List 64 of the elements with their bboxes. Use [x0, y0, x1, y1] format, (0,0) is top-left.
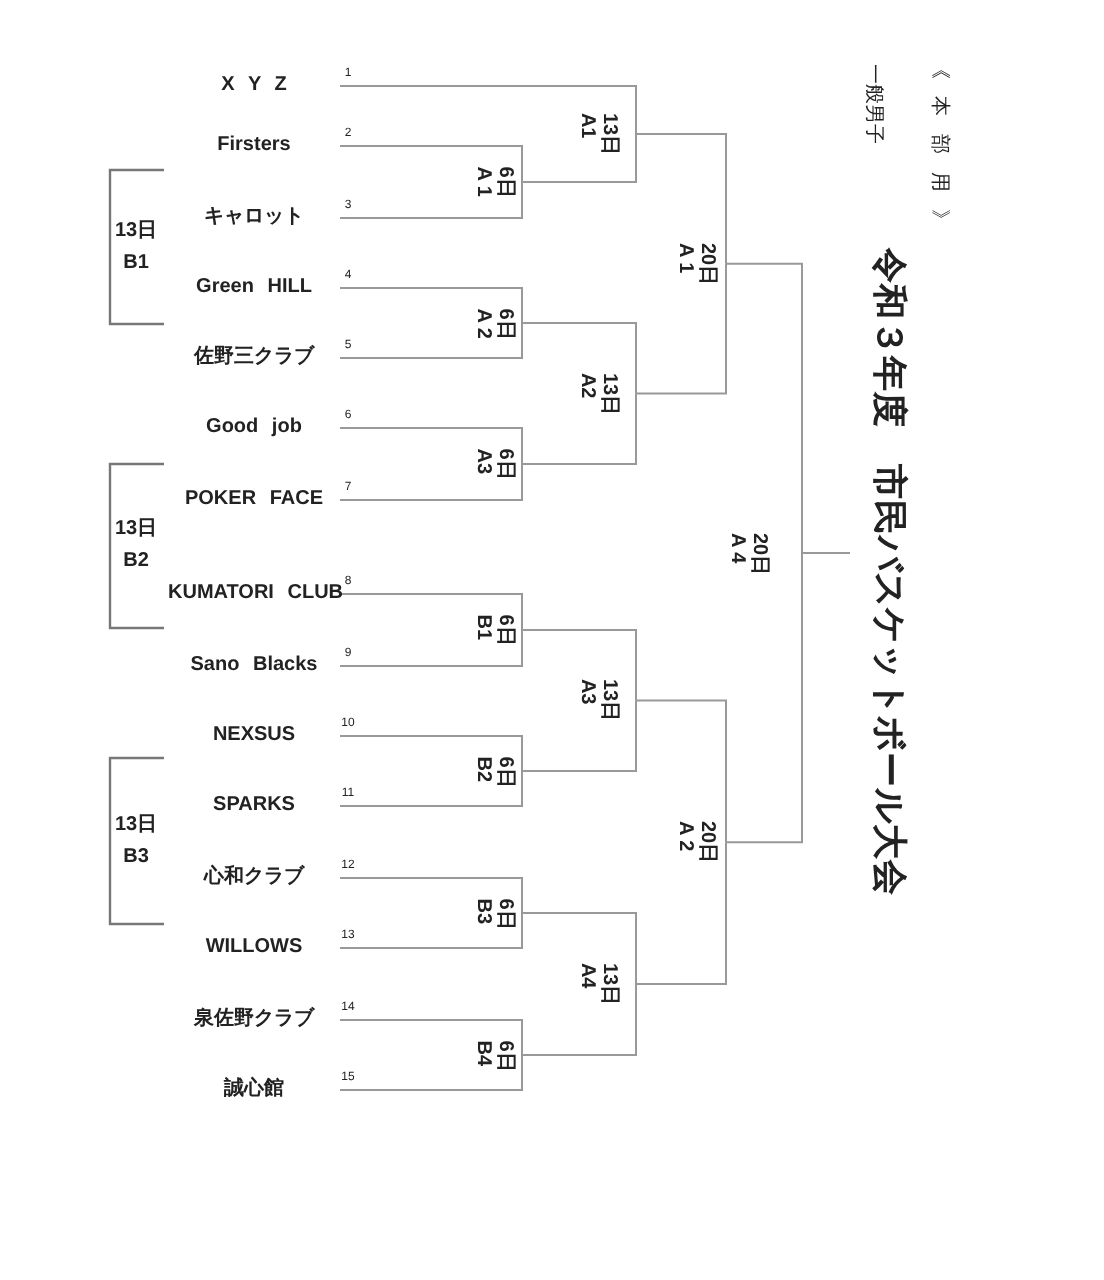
bracket-line — [339, 1019, 523, 1056]
bracket-line — [339, 1054, 523, 1091]
bracket-line — [635, 262, 727, 395]
team-name: POKER FACE — [168, 488, 340, 512]
bracket-label: 13日 B2 — [112, 516, 160, 576]
match-label: 13日 A1 — [576, 112, 636, 156]
match-label: 6日 B1 — [472, 614, 522, 646]
match-label: 6日 B2 — [472, 755, 522, 787]
bracket-line — [339, 145, 523, 183]
bracket-line — [521, 133, 637, 183]
bracket-line — [521, 629, 637, 702]
category-label: 一般男子 — [860, 64, 886, 144]
team-name: X Y Z — [168, 74, 340, 98]
team-name: SPARKS — [168, 794, 340, 818]
section-note: 《 本 部 用 》 — [926, 58, 953, 230]
bracket-line — [339, 322, 523, 359]
team-name: Sano Blacks — [168, 654, 340, 678]
bracket-line — [635, 699, 727, 844]
match-label: 13日 A2 — [576, 372, 636, 415]
match-label: 20日 A 1 — [674, 242, 726, 285]
team-name: 誠心館 — [168, 1078, 340, 1102]
bracket-line — [339, 427, 523, 465]
bracket-line — [521, 392, 637, 465]
bracket-label: 13日 B1 — [112, 217, 160, 277]
bracket-line — [521, 983, 637, 1056]
bracket-line — [339, 629, 523, 667]
team-name: 泉佐野クラブ — [168, 1008, 340, 1032]
bracket-line — [725, 552, 803, 844]
team-name: Firsters — [168, 134, 340, 158]
match-label: 20日 A 2 — [674, 821, 726, 864]
bracket-line — [725, 262, 803, 554]
bracket-line — [339, 877, 523, 914]
team-name: Green HILL — [168, 276, 340, 300]
match-label: 6日 B3 — [472, 897, 522, 929]
bracket-line — [339, 770, 523, 807]
team-name: Good job — [168, 416, 340, 440]
bracket-line — [339, 735, 523, 772]
bracket-line — [521, 912, 637, 985]
bracket-line — [339, 593, 523, 631]
bracket-line — [339, 85, 637, 135]
match-label: 20日 A 4 — [726, 531, 802, 575]
match-label: 6日 B4 — [472, 1039, 522, 1071]
team-name: 佐野三クラブ — [168, 346, 340, 370]
bracket-line — [521, 322, 637, 395]
match-label: 6日 A 2 — [472, 307, 522, 339]
team-name: 心和クラブ — [168, 866, 340, 890]
bracket-line — [801, 552, 851, 554]
bracket-line — [339, 287, 523, 324]
bracket-label: 13日 B3 — [112, 811, 160, 871]
match-label: 13日 A3 — [576, 679, 636, 722]
match-label: 6日 A3 — [472, 448, 522, 480]
team-name: キャロット — [168, 206, 340, 230]
match-label: 6日 A 1 — [472, 166, 522, 198]
bracket-line — [339, 181, 523, 219]
team-name: WILLOWS — [168, 936, 340, 960]
bracket-line — [339, 463, 523, 501]
title: 令和３年度 市民バスケットボール大会 — [868, 248, 912, 896]
team-name: NEXSUS — [168, 724, 340, 748]
bracket-line — [635, 841, 727, 985]
bracket-line — [339, 912, 523, 949]
team-name: KUMATORI CLUB — [168, 582, 340, 606]
match-label: 13日 A4 — [576, 962, 636, 1006]
bracket-line — [521, 699, 637, 772]
bracket-line — [635, 133, 727, 265]
